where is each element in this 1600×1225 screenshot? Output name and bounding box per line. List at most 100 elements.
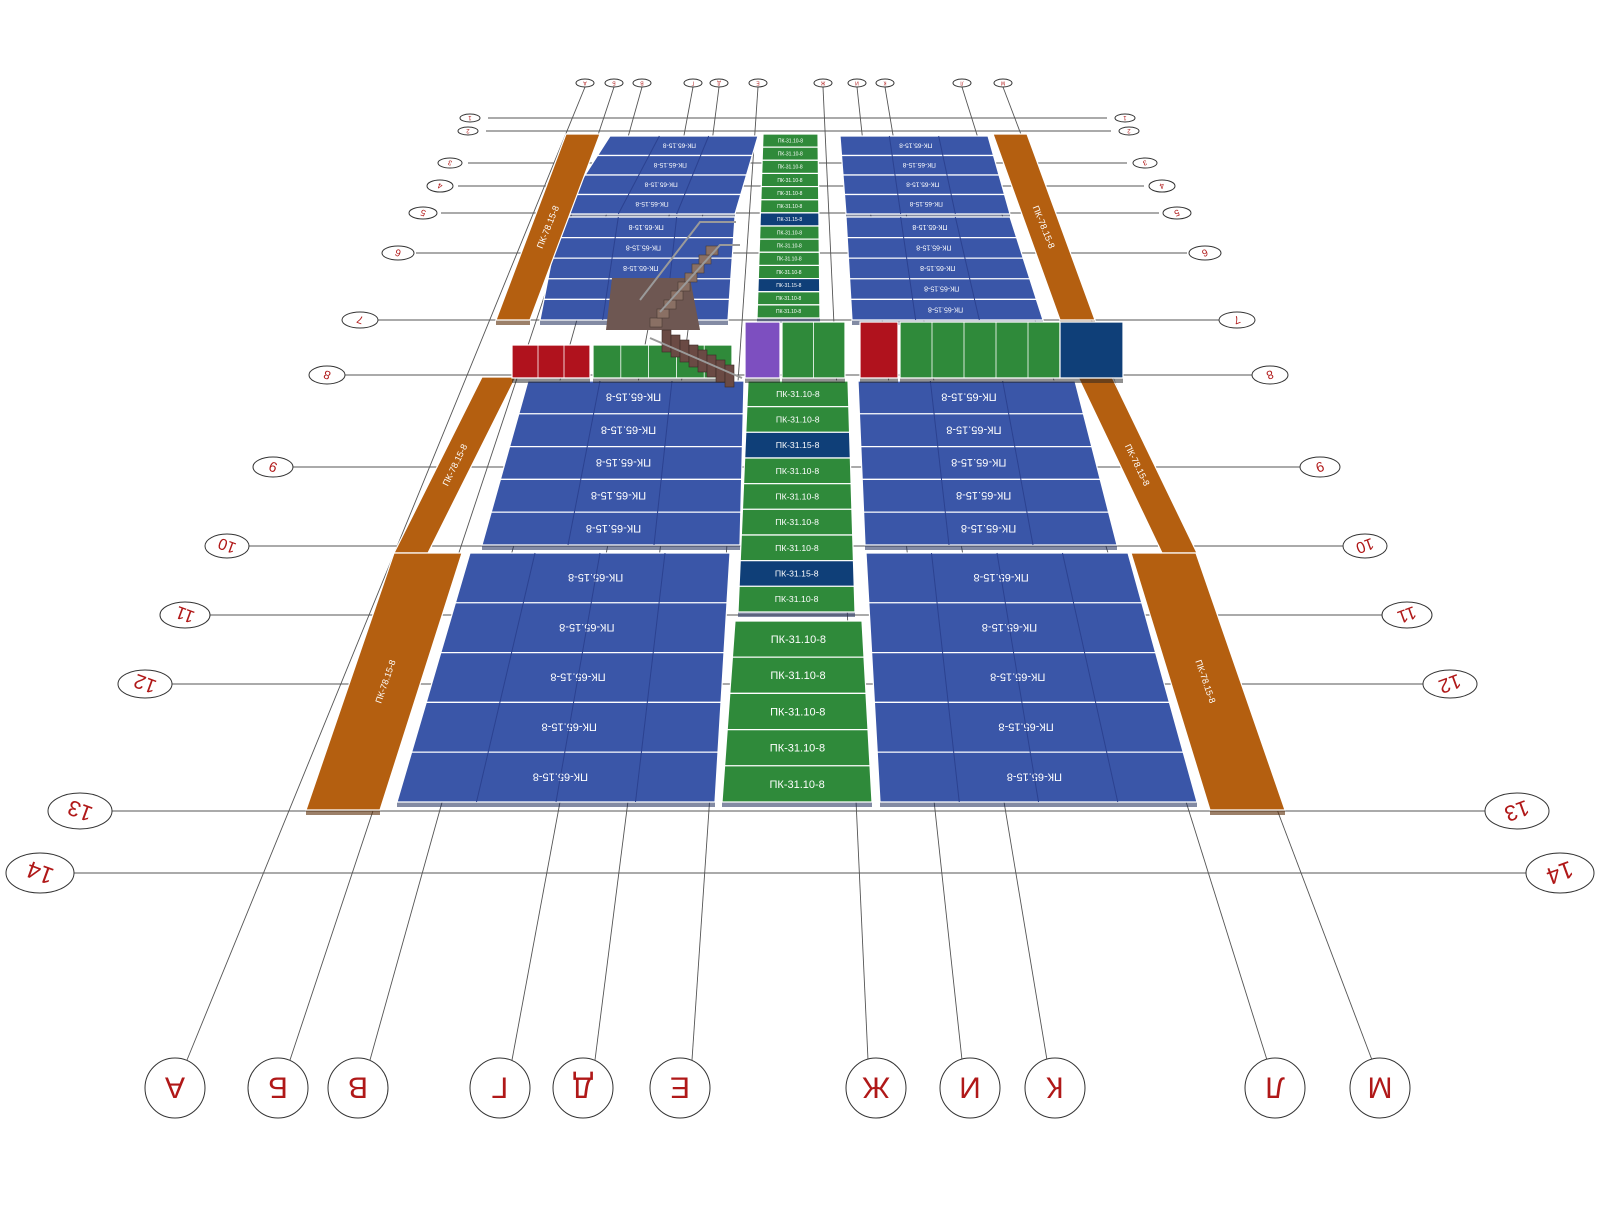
axis-bubble-circle [426, 179, 454, 193]
axis-bubble-circle [847, 78, 867, 88]
navy-slab-row8 [1059, 321, 1124, 379]
axis-bubble-label: Г [492, 1071, 508, 1104]
slab-label: ПК-31.10-8 [775, 594, 819, 604]
stair-step [724, 364, 735, 388]
axis-bubble-circle [381, 245, 415, 261]
axis-bubble-number-left: 6 [381, 245, 415, 261]
slab-panel [756, 304, 821, 319]
orange-beam-left-bottom [305, 552, 463, 811]
slab-label: ПК-31.10-8 [776, 466, 820, 476]
slab-label: ПК-65.15-8 [606, 391, 661, 403]
axis-bubble-number-left: 1 [459, 113, 481, 123]
slab-label: ПК-65.15-8 [909, 200, 942, 207]
axis-bubble-letter-bottom: Г [469, 1057, 531, 1119]
axis-bubble-number-left: 14 [5, 852, 75, 894]
axis-bubble-number-right: 12 [1422, 669, 1478, 699]
axis-bubble-circle [1525, 852, 1595, 894]
slab-edge [782, 378, 845, 383]
axis-bubble-label: М [1001, 79, 1005, 85]
stair-step [661, 329, 672, 353]
slab-label: ПК-31.15-8 [777, 217, 802, 223]
slab-seam [900, 216, 917, 321]
slab-label: ПК-31.10-8 [770, 743, 825, 755]
axis-bubble-label: Ж [820, 79, 825, 85]
slab-label: ПК-31.10-8 [776, 296, 801, 302]
slab-label: ПК-31.10-8 [777, 230, 802, 236]
slab-label: ПК-65.15-8 [663, 141, 696, 148]
stair-railing [649, 337, 743, 379]
slab-label: ПК-65.15-8 [961, 522, 1016, 534]
axis-bubble-circle [1148, 179, 1176, 193]
slab-label: ПК-31.10-8 [777, 204, 802, 210]
axis-bubble-letter-bottom: Л [1244, 1057, 1306, 1119]
axis-bubble-label: Ж [862, 1071, 890, 1104]
axis-bubble-label: Л [1265, 1071, 1285, 1104]
axis-bubble-circle [939, 1057, 1001, 1119]
slab-label: ПК-65.15-8 [899, 141, 932, 148]
axis-bubble-circle [993, 78, 1013, 88]
axis-bubble-circle [1381, 601, 1433, 629]
axis-bubble-label: Г [691, 79, 694, 85]
slab-label: ПК-65.15-8 [946, 423, 1001, 435]
axis-bubble-circle [709, 78, 729, 88]
slab-seam [938, 135, 956, 215]
axis-bubble-circle [1024, 1057, 1086, 1119]
axis-bubble-letter-top: Ж [813, 78, 833, 88]
axis-bubble-circle [748, 78, 768, 88]
axis-bubble-circle [575, 78, 595, 88]
axis-bubble-number-right: 2 [1118, 126, 1140, 136]
slab-edge [738, 612, 855, 617]
slab-label: ПК-65.15-8 [920, 264, 955, 271]
axis-bubble-circle [47, 792, 113, 830]
slab-label: ПК-31.10-8 [778, 151, 803, 157]
axis-bubble-circle [159, 601, 211, 629]
slab-label: ПК-31.15-8 [776, 283, 801, 289]
axis-bubble-circle [1299, 456, 1341, 478]
slab-label: ПК-65.15-8 [912, 223, 947, 230]
axis-bubble-letter-top: А [575, 78, 595, 88]
slab-label: ПК-65.15-8 [623, 264, 658, 271]
axis-bubble-label: 6 [1200, 246, 1209, 258]
slab-label: ПК-65.15-8 [906, 180, 939, 187]
axis-bubble-circle [459, 113, 481, 123]
axis-bubble-circle [327, 1057, 389, 1119]
slab-edge [1210, 810, 1285, 815]
slab-label: ПК-31.10-8 [775, 492, 819, 502]
orange-beam-left-top [495, 133, 601, 321]
axis-bubble-circle [247, 1057, 309, 1119]
axis-bubble-circle [1114, 113, 1136, 123]
axis-bubble-circle [683, 78, 703, 88]
slab-seam [954, 216, 980, 321]
slab-seam [567, 380, 601, 546]
orange-beam-right-top [992, 133, 1096, 321]
axis-bubble-number-left: 12 [117, 669, 173, 699]
slab-seam [676, 135, 710, 215]
axis-bubble-circle [1349, 1057, 1411, 1119]
axis-bubble-number-right: 10 [1342, 533, 1388, 559]
axis-bubble-number-left: 5 [408, 206, 438, 220]
slab-seam [931, 552, 960, 803]
axis-bubble-letter-bottom: В [327, 1057, 389, 1119]
axis-bubble-label: 8 [1264, 367, 1275, 383]
slab-label: ПК-31.10-8 [775, 517, 819, 527]
slab-edge [496, 320, 530, 325]
slab-edge [745, 378, 780, 383]
axis-bubble-circle [632, 78, 652, 88]
axis-bubble-label: 7 [1232, 313, 1242, 326]
axis-bubble-letter-bottom: Ж [845, 1057, 907, 1119]
axis-bubble-label: 4 [1158, 181, 1166, 191]
axis-bubble-label: 3 [1142, 158, 1148, 166]
axis-bubble-circle [117, 669, 173, 699]
slab-label: ПК-31.10-8 [777, 243, 802, 249]
slab-label: ПК-31.10-8 [776, 309, 801, 315]
slab-seam [888, 135, 902, 215]
axis-bubble-circle [813, 78, 833, 88]
stair-step [698, 254, 712, 265]
axis-bubble-label: В [640, 79, 644, 85]
axis-bubble-circle [408, 206, 438, 220]
axis-bubble-circle [5, 852, 75, 894]
slab-edge [722, 802, 872, 807]
axis-bubble-label: Е [670, 1071, 690, 1104]
axis-bubble-letter-bottom: Б [247, 1057, 309, 1119]
